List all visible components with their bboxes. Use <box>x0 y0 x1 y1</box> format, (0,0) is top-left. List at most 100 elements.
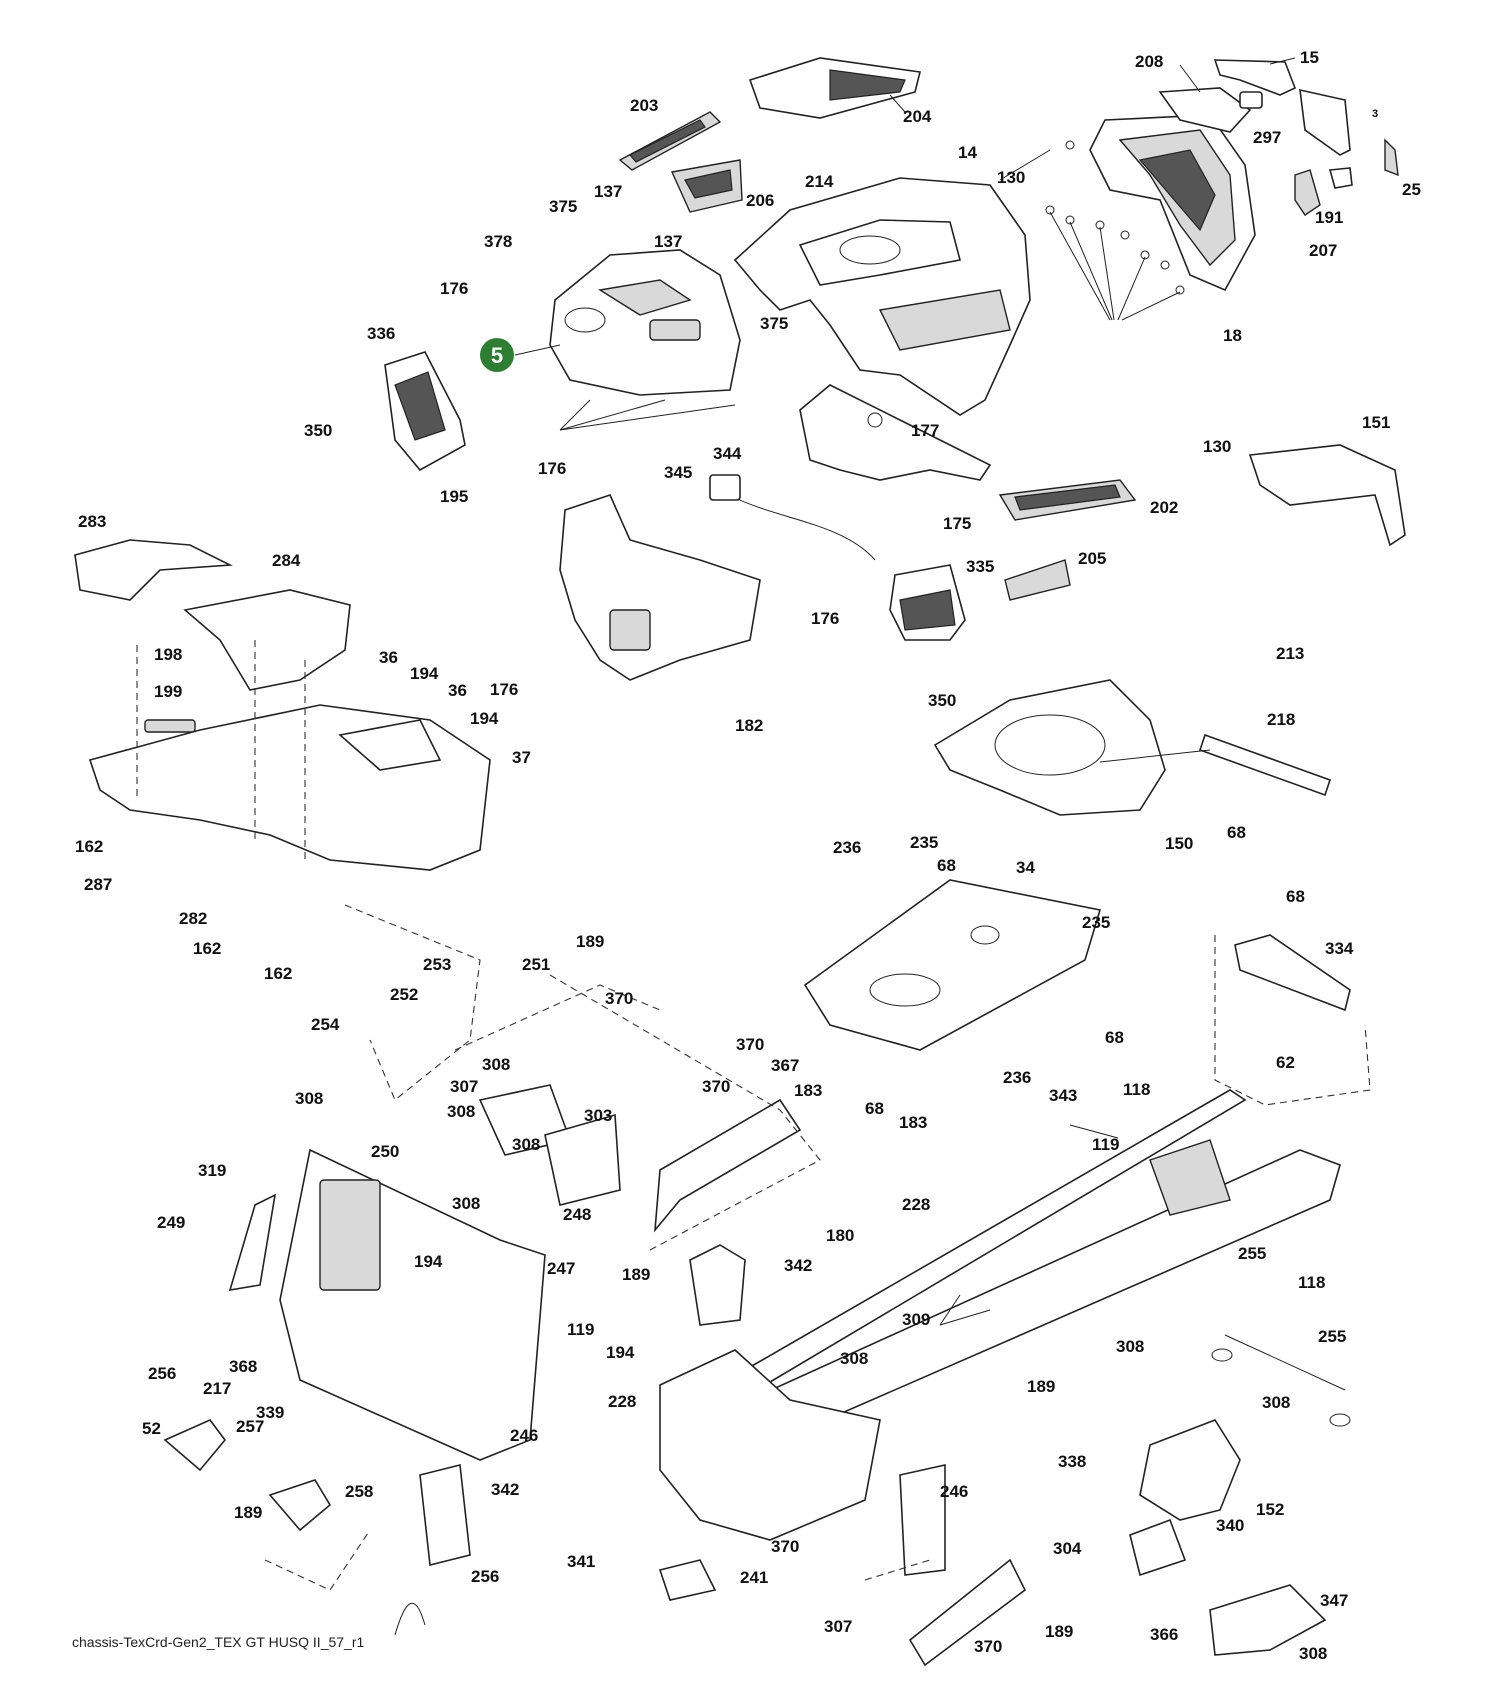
callout: 194 <box>410 664 439 683</box>
callout: 236 <box>1003 1068 1031 1087</box>
callout: 342 <box>784 1256 812 1275</box>
part-206 <box>670 159 743 213</box>
callout: 182 <box>735 716 763 735</box>
callout: 297 <box>1253 128 1281 147</box>
callout: 256 <box>148 1364 176 1383</box>
callout: 309 <box>902 1310 930 1329</box>
part-headlight-parts <box>1158 59 1399 216</box>
callout: 191 <box>1315 208 1343 227</box>
part-367 <box>653 1098 802 1233</box>
callout: 303 <box>584 1106 612 1125</box>
callout: 340 <box>1216 1516 1244 1535</box>
callout: 250 <box>371 1142 399 1161</box>
part-front-panel <box>279 1148 546 1461</box>
highlight-badge-label: 5 <box>491 343 503 368</box>
part-303 <box>478 1084 621 1206</box>
callout: 235 <box>910 833 938 852</box>
callout: 375 <box>760 314 788 333</box>
diagram-caption: chassis-TexCrd-Gen2_TEX GT HUSQ II_57_r1 <box>72 1634 365 1650</box>
callout: 176 <box>538 459 566 478</box>
callout: 189 <box>622 1265 650 1284</box>
part-217-rod <box>1211 1334 1351 1427</box>
callout: 130 <box>1203 437 1231 456</box>
callout: 119 <box>1092 1135 1119 1154</box>
callout: 343 <box>1049 1086 1077 1105</box>
part-plate-34 <box>803 879 1102 1051</box>
callout-labels: 15 208 204 203 297 3 25 214 14 206 191 1… <box>75 48 1421 1663</box>
callout: 18 <box>1223 326 1242 345</box>
callout: 246 <box>510 1426 538 1445</box>
callout: 258 <box>345 1482 373 1501</box>
part-203 <box>618 111 722 171</box>
callout: 308 <box>840 1349 868 1368</box>
callout: 68 <box>1105 1028 1124 1047</box>
callout: 350 <box>928 691 956 710</box>
callout: 255 <box>1318 1327 1346 1346</box>
callout: 150 <box>1165 834 1193 853</box>
callout: 194 <box>470 709 499 728</box>
callout: 162 <box>264 964 292 983</box>
callout: 370 <box>605 989 633 1008</box>
callout: 180 <box>826 1226 854 1245</box>
part-hood-top <box>748 57 921 119</box>
callout: 335 <box>966 557 994 576</box>
callout: 370 <box>771 1537 799 1556</box>
callout: 162 <box>193 939 221 958</box>
callout: 199 <box>154 682 182 701</box>
callout: 36 <box>448 681 467 700</box>
callout: 183 <box>794 1081 822 1100</box>
part-336 <box>384 351 466 472</box>
callout: 14 <box>958 143 977 162</box>
callout: 368 <box>229 1357 257 1376</box>
callout: 137 <box>594 182 622 201</box>
callout: 339 <box>256 1403 284 1422</box>
callout: 235 <box>1082 913 1110 932</box>
callout: 347 <box>1320 1591 1348 1610</box>
callout: 176 <box>811 609 839 628</box>
callout: 62 <box>1276 1053 1295 1072</box>
callout: 202 <box>1150 498 1178 517</box>
leader-lines <box>559 57 1296 1326</box>
part-152 <box>1139 1419 1241 1521</box>
callout: 252 <box>390 985 418 1004</box>
part-304 <box>1129 1518 1187 1577</box>
fastener-cluster-130 <box>1045 140 1185 321</box>
callout: 308 <box>452 1194 480 1213</box>
part-main-hood <box>733 177 1031 416</box>
callout: 194 <box>414 1252 443 1271</box>
callout: 213 <box>1276 644 1304 663</box>
part-dash-panel <box>514 249 741 396</box>
callout: 175 <box>943 514 971 533</box>
part-334 <box>1234 934 1351 1012</box>
callout: 251 <box>522 955 550 974</box>
callout: 338 <box>1058 1452 1086 1471</box>
callout: 15 <box>1300 48 1319 67</box>
dashed-groupings <box>136 640 1371 1591</box>
callout: 208 <box>1135 52 1163 71</box>
callout: 162 <box>75 837 103 856</box>
callout: 341 <box>567 1552 595 1571</box>
callout: 137 <box>654 232 682 251</box>
callout: 253 <box>423 955 451 974</box>
part-307 <box>1209 1584 1327 1656</box>
callout: 342 <box>491 1480 519 1499</box>
callout: 282 <box>179 909 207 928</box>
callout: 37 <box>512 748 531 767</box>
callout: 176 <box>440 279 468 298</box>
part-bracket-175 <box>799 384 992 481</box>
callout: 228 <box>608 1392 636 1411</box>
part-floor-pan <box>933 679 1166 816</box>
callout: 308 <box>482 1055 510 1074</box>
callout: 334 <box>1325 939 1354 958</box>
part-cable-344 <box>709 474 876 561</box>
callout: 350 <box>304 421 332 440</box>
callout: 205 <box>1078 549 1106 568</box>
callout: 378 <box>484 232 512 251</box>
part-frame-front <box>659 1349 881 1541</box>
callout: 189 <box>1027 1377 1055 1396</box>
part-366 <box>908 1558 1027 1667</box>
callout: 189 <box>576 932 604 951</box>
callout: 189 <box>1045 1622 1073 1641</box>
callout: 204 <box>903 107 932 126</box>
